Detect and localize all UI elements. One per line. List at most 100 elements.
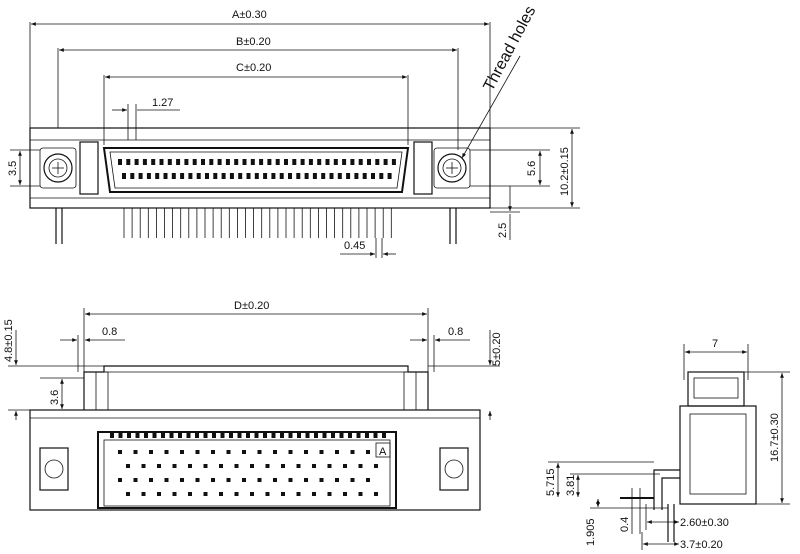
front-pin — [164, 478, 169, 482]
side-16-7-label: 16.7±0.30 — [769, 413, 781, 462]
front-pin — [350, 478, 355, 482]
front-pin — [350, 450, 355, 454]
front-pin — [250, 464, 254, 468]
top-pin — [201, 159, 205, 165]
front-top-contact — [220, 433, 225, 438]
front-top-contact — [382, 433, 386, 438]
front-top-contact — [339, 433, 344, 438]
top-pin — [146, 173, 151, 179]
front-top-contact — [254, 433, 259, 438]
top-pin — [263, 173, 268, 179]
top-pin — [337, 173, 342, 179]
top-pin — [163, 173, 168, 179]
top-pin — [184, 159, 189, 165]
top-pin — [367, 159, 371, 165]
front-pin — [141, 492, 146, 496]
top-pin — [196, 173, 201, 179]
front-pin — [335, 450, 339, 454]
front-pin — [327, 492, 332, 496]
top-pin — [138, 173, 143, 179]
side-body — [679, 405, 757, 505]
side-1-905-label: 1.905 — [585, 518, 597, 546]
top-pin — [275, 159, 280, 165]
front-pin — [195, 478, 200, 482]
top-pin — [358, 159, 363, 165]
front-pin — [141, 464, 146, 468]
front-pin — [296, 492, 301, 496]
top-pin — [122, 173, 126, 179]
front-top-contact — [237, 433, 242, 438]
front-pin — [374, 492, 378, 496]
front-pin-grid — [110, 433, 386, 496]
top-pin — [167, 159, 172, 165]
top-pin — [342, 159, 347, 165]
right-thread-hole — [437, 153, 467, 183]
top-pin — [375, 159, 380, 165]
front-pin — [126, 464, 130, 468]
front-pin — [288, 450, 293, 454]
top-pin — [259, 159, 264, 165]
front-pin — [203, 464, 208, 468]
top-pin — [325, 159, 330, 165]
front-top-contact — [280, 433, 284, 438]
front-top-contact — [212, 433, 216, 438]
front-pin — [281, 464, 285, 468]
front-pin — [343, 464, 347, 468]
front-top-contact — [169, 433, 174, 438]
top-pin — [329, 173, 334, 179]
top-pin — [229, 173, 234, 179]
top-pin — [321, 173, 326, 179]
top-pin — [288, 173, 292, 179]
front-pin — [226, 478, 231, 482]
front-pin — [273, 450, 277, 454]
front-top-contact — [195, 433, 199, 438]
front-pin — [257, 450, 262, 454]
top-pin — [159, 159, 164, 165]
dim-3-6-label: 3.6 — [49, 390, 61, 405]
top-pin — [354, 173, 359, 179]
top-pin — [292, 159, 297, 165]
front-pin — [164, 450, 169, 454]
top-pin — [151, 159, 156, 165]
socket-shell — [102, 147, 410, 193]
front-top-contact — [331, 433, 335, 438]
front-top-contact — [322, 433, 327, 438]
front-top-contact — [127, 433, 131, 438]
front-pin — [273, 478, 277, 482]
front-pin — [343, 492, 347, 496]
front-top-contact — [186, 433, 191, 438]
side-view: 7 16.7±0.30 5.715 3.81 1.905 0.4 — [545, 338, 790, 551]
front-pin — [172, 464, 177, 468]
top-pin — [155, 173, 160, 179]
dim-0-45-label: 0.45 — [344, 240, 365, 252]
front-insert — [97, 431, 397, 509]
top-pin — [246, 173, 251, 179]
top-pin — [192, 159, 197, 165]
top-pin — [304, 173, 309, 179]
top-pin — [209, 159, 214, 165]
front-pin — [265, 464, 270, 468]
top-pin — [350, 159, 355, 165]
front-top-contact — [297, 433, 301, 438]
front-pin — [195, 450, 200, 454]
front-pin — [149, 450, 153, 454]
front-top-contact — [135, 433, 140, 438]
top-view: A±0.30 B±0.20 C±0.20 1.27 Thread holes — [7, 3, 580, 258]
top-pin — [312, 173, 317, 179]
thread-holes-label: Thread holes — [481, 3, 540, 93]
front-pin — [234, 492, 239, 496]
top-pin — [383, 159, 388, 165]
front-pin — [149, 478, 153, 482]
front-top-contact — [314, 433, 318, 438]
top-pin — [267, 159, 272, 165]
front-pin — [304, 478, 308, 482]
front-pin — [180, 478, 184, 482]
front-pin — [203, 492, 208, 496]
front-pin — [312, 464, 316, 468]
front-top-contact — [373, 433, 378, 438]
top-pin — [346, 173, 351, 179]
front-top-contact — [110, 433, 114, 438]
side-0-4-label: 0.4 — [619, 517, 631, 532]
front-pin — [304, 450, 308, 454]
front-top-contact — [178, 433, 182, 438]
